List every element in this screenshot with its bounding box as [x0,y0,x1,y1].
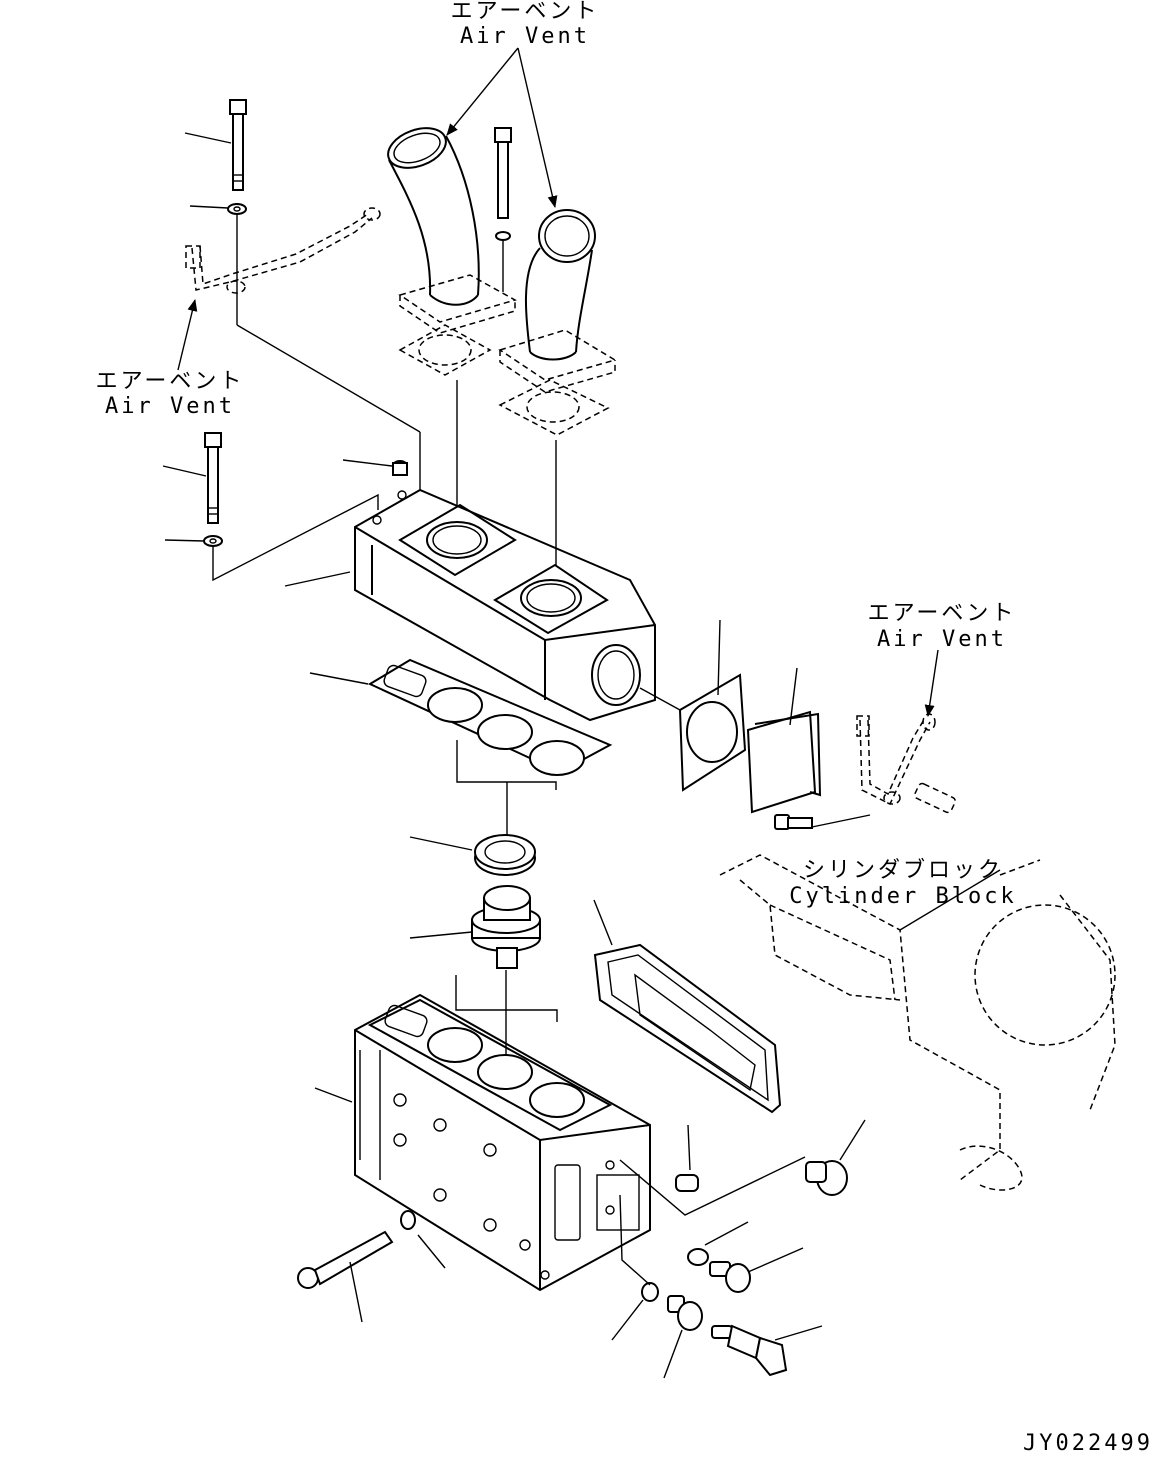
figure-id: JY022499 [1023,1431,1153,1456]
upper-left-bolt [184,99,247,191]
thermostat-seal [409,834,536,876]
cover-plate [746,667,822,814]
upper-left-washer [189,203,421,490]
plug-low [663,1295,703,1379]
case-washer-mid [687,1221,749,1266]
elbow-pipe-right [524,209,596,361]
cover-gasket [639,619,747,792]
air-vent-right-label-ja: エアーベント [868,601,1017,626]
thermostat-housing [284,488,656,722]
temperature-sensor [711,1324,823,1377]
air-vent-left-arrow [177,299,198,371]
air-vent-left-label-ja: エアーベント [96,369,245,394]
small-plug-right [619,1124,806,1216]
air-vent-top-arrows [446,47,558,208]
cover-bolt [774,814,871,830]
case-washer-left [400,1210,446,1269]
long-bolt [297,1230,394,1323]
thermostat-case [314,993,651,1292]
elbow-pipe-left [387,127,480,306]
air-vent-top-label-ja: エアーベント [451,0,600,24]
thermostat [409,885,558,1060]
lower-left-washer [164,493,379,582]
air-vent-right-label-en: Air Vent [877,627,1007,652]
housing-gasket [309,658,613,845]
pipe-flange-right [498,329,617,393]
air-vent-left-label-en: Air Vent [105,394,235,419]
side-gasket [593,899,782,1114]
cylinder-block-outline [719,854,1116,1191]
cylinder-block-label-ja: シリンダブロック [803,858,1003,883]
pipe-bolt [494,127,512,292]
air-vent-pipe-right [856,713,956,814]
large-plug [805,1119,866,1196]
air-vent-top-label-en: Air Vent [460,24,590,49]
pipe-flange-left [398,274,517,334]
pipe-gasket-left [398,324,492,505]
small-plug [342,459,408,476]
air-vent-pipe-left [185,207,381,294]
pipe-gasket-right [498,379,610,565]
cylinder-block-label-en: Cylinder Block [789,884,1016,909]
case-washer-low [611,1194,659,1341]
lower-left-bolt [162,432,222,524]
air-vent-right-arrow [924,649,939,717]
plug-mid [709,1247,804,1293]
